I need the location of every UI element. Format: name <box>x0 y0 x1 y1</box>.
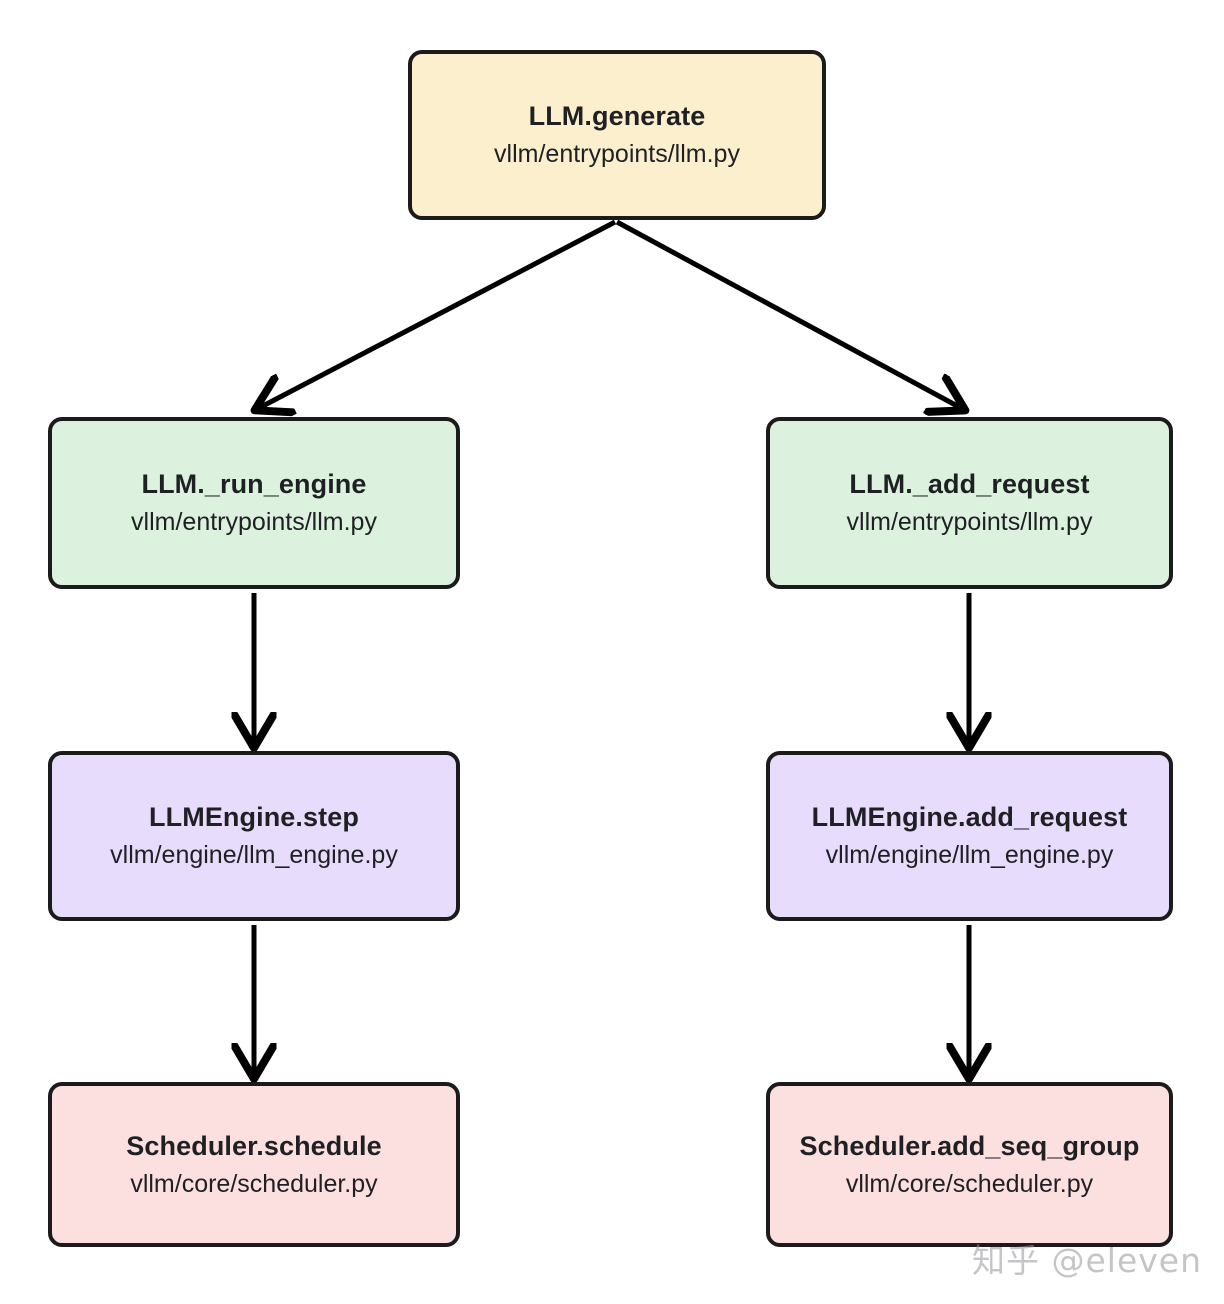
node-scheduler-add-seq-group[interactable]: Scheduler.add_seq_group vllm/core/schedu… <box>766 1082 1173 1247</box>
node-title: Scheduler.schedule <box>126 1130 382 1161</box>
node-scheduler-schedule[interactable]: Scheduler.schedule vllm/core/scheduler.p… <box>48 1082 460 1247</box>
edge-generate-to-add-request <box>615 219 961 408</box>
watermark: 知乎 @eleven <box>971 1241 1202 1280</box>
edge-generate-to-run-engine <box>259 219 617 408</box>
node-llmengine-add-request[interactable]: LLMEngine.add_request vllm/engine/llm_en… <box>766 751 1173 921</box>
node-subtitle: vllm/entrypoints/llm.py <box>846 508 1093 537</box>
node-subtitle: vllm/core/scheduler.py <box>845 1169 1094 1198</box>
node-llmengine-step[interactable]: LLMEngine.step vllm/engine/llm_engine.py <box>48 751 460 921</box>
node-title: LLMEngine.step <box>149 802 359 833</box>
node-title: LLM._add_request <box>849 469 1090 500</box>
node-title: Scheduler.add_seq_group <box>799 1130 1140 1161</box>
node-llm-run-engine[interactable]: LLM._run_engine vllm/entrypoints/llm.py <box>48 417 460 589</box>
node-title: LLMEngine.add_request <box>811 802 1128 833</box>
node-subtitle: vllm/entrypoints/llm.py <box>494 140 740 169</box>
node-title: LLM._run_engine <box>141 469 367 500</box>
node-title: LLM.generate <box>528 101 706 132</box>
node-subtitle: vllm/engine/llm_engine.py <box>825 841 1114 870</box>
node-subtitle: vllm/engine/llm_engine.py <box>110 841 398 870</box>
node-llm-add-request[interactable]: LLM._add_request vllm/entrypoints/llm.py <box>766 417 1173 589</box>
node-subtitle: vllm/entrypoints/llm.py <box>131 508 377 537</box>
node-llm-generate[interactable]: LLM.generate vllm/entrypoints/llm.py <box>408 50 826 220</box>
node-subtitle: vllm/core/scheduler.py <box>130 1169 378 1198</box>
